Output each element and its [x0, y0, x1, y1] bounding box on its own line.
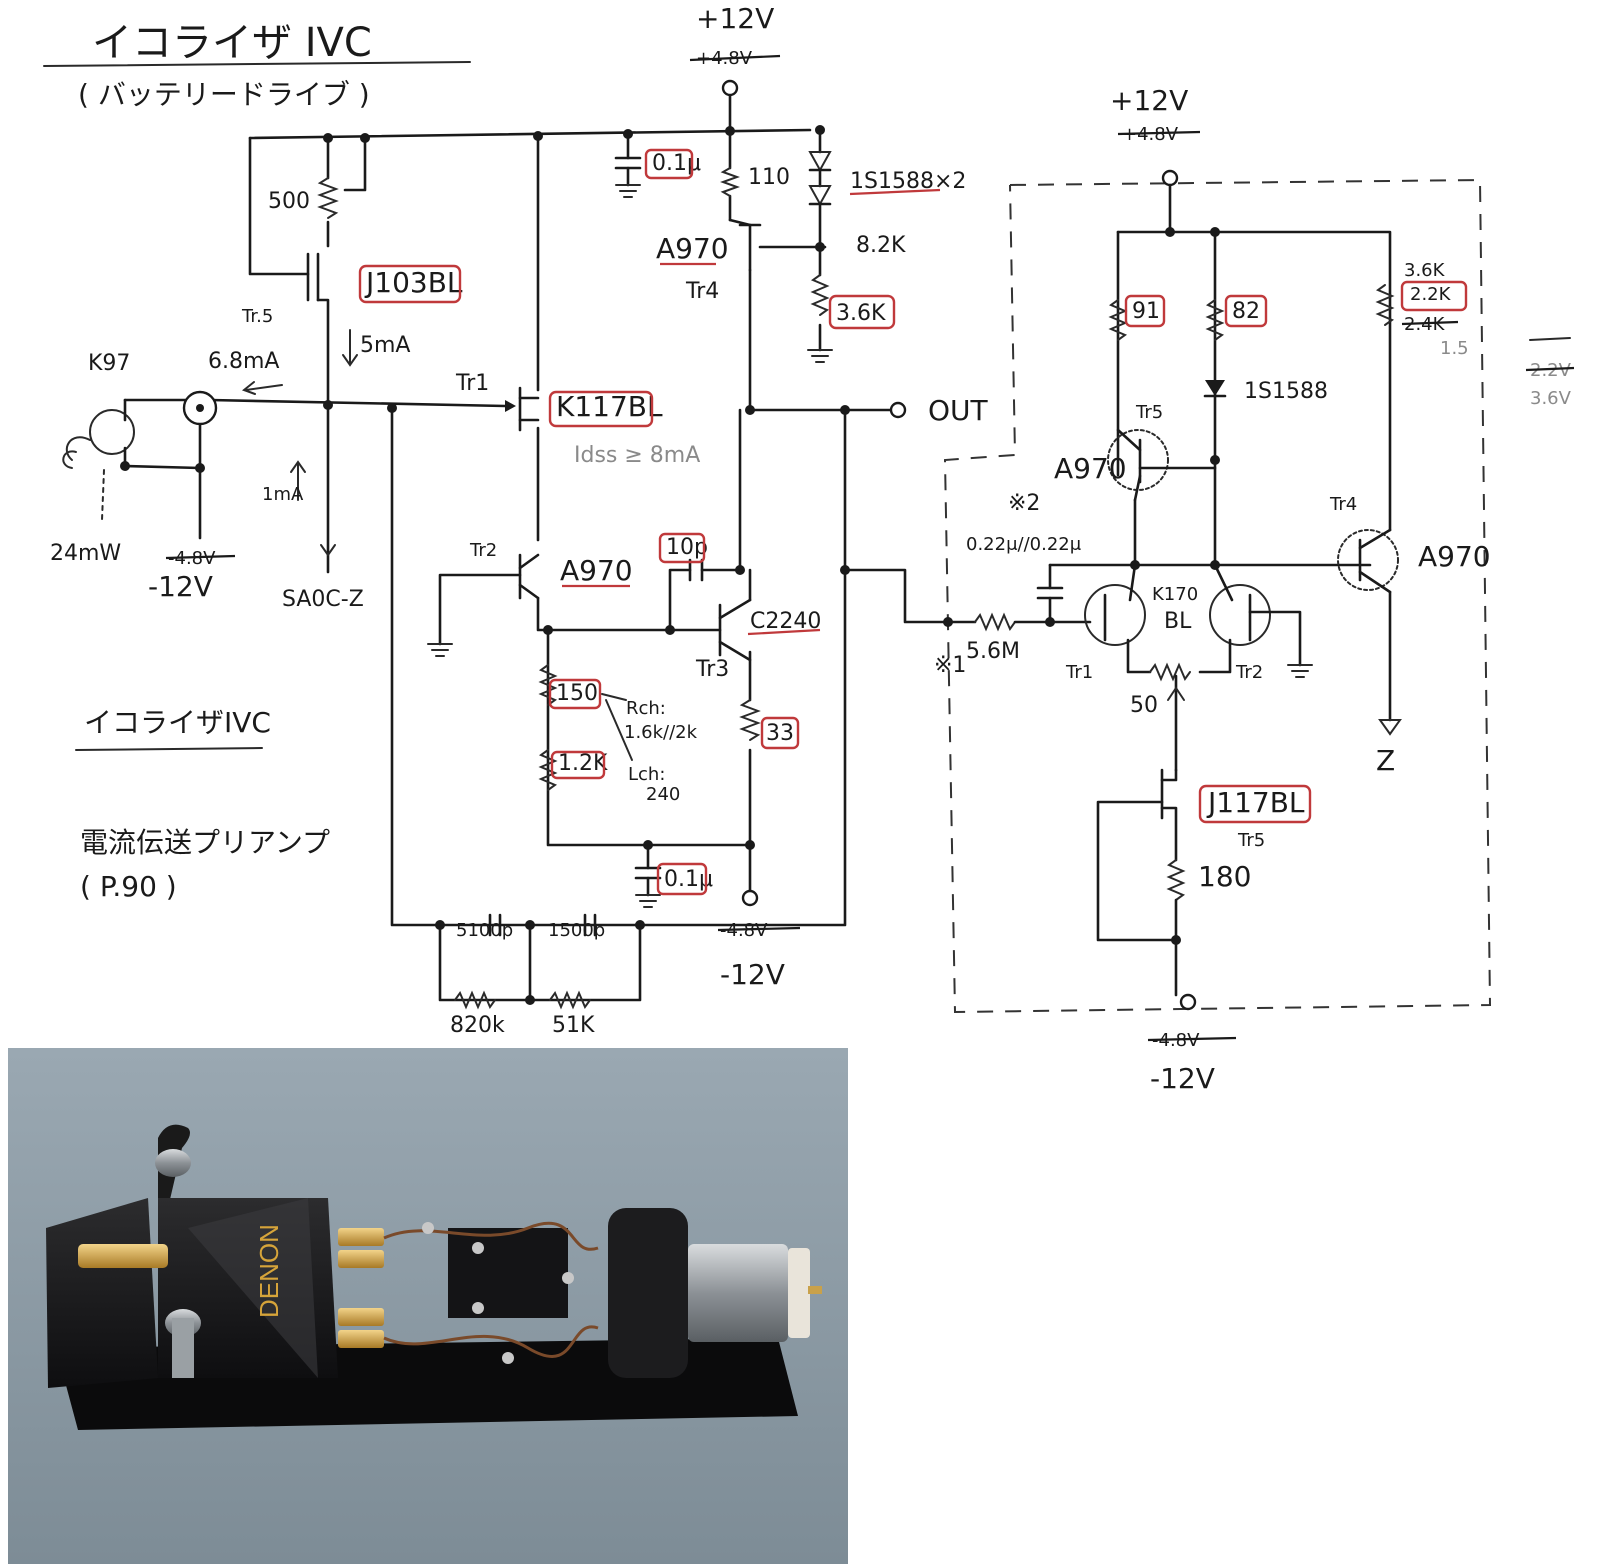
notes-block: イコライザIVC 電流伝送プリアンプ ( P.90 ) [75, 706, 330, 903]
plus4v8-right-old-label: +4.8V [1122, 124, 1179, 145]
cap-0-1-top-label: 0.1μ [652, 151, 701, 176]
left-circuit-labels: +12V +4.8V 500 Tr.5 J103BL 5mA 6.8mA 1mA… [50, 2, 989, 1038]
minus12v-right-label: -12V [1150, 1062, 1215, 1095]
pot-50-label: 50 [1130, 693, 1158, 718]
z-output-label: Z [1376, 744, 1395, 777]
left-circuit-wires [123, 93, 950, 1002]
a970-tr5-right-label: A970 [1054, 452, 1127, 485]
side-note-a: 1.5 [1440, 338, 1469, 359]
diode-1s1588x2-label: 1S1588×2 [850, 169, 966, 194]
notes-book: 電流伝送プリアンプ [80, 826, 330, 859]
k97-label: K97 [88, 351, 130, 376]
pot-500-label: 500 [268, 189, 310, 214]
tr1-right-label: Tr1 [1065, 662, 1093, 683]
side-note-b: 2.2V [1530, 360, 1572, 381]
r820k-label: 820k [450, 1013, 505, 1038]
tr2-label: Tr2 [469, 540, 497, 561]
lch-label: Lch: [628, 764, 665, 785]
a970-tr4-right-label: A970 [1418, 540, 1491, 573]
r33-label: 33 [766, 721, 794, 746]
bias-old-label: -4.8V [168, 548, 216, 569]
plus12v-terminal-left [721, 79, 739, 97]
r51k-label: 51K [552, 1013, 595, 1038]
minus4v8-right-old-label: -4.8V [1152, 1030, 1200, 1051]
k170-label: K170 [1152, 584, 1198, 605]
cap-1500p-label: 1500p [548, 920, 605, 941]
j103bl-label: J103BL [364, 266, 463, 299]
diode-2-symbol [808, 185, 832, 207]
cartridge-symbol [89, 409, 135, 455]
tr5-label: Tr.5 [241, 306, 273, 327]
r150-label: 150 [556, 681, 598, 706]
current-arrow-6ma [241, 381, 283, 395]
notes-page: ( P.90 ) [80, 870, 177, 903]
brand-text: DENON [254, 1224, 284, 1318]
tr4-label: Tr4 [685, 279, 719, 304]
right-circuit: +12V +4.8V 91 82 3.6K 2.2K 2.4K 1.5 2.2V… [934, 84, 1575, 1095]
a970-tr4-label: A970 [656, 232, 729, 265]
r-top-right-c: 2.4K [1404, 314, 1446, 335]
plus12v-terminal-right [1161, 169, 1179, 187]
r-top-right-b: 2.2K [1410, 284, 1452, 305]
r180-label: 180 [1198, 860, 1251, 893]
tr5-right-label: Tr5 [1135, 402, 1163, 423]
tr4-right-label: Tr4 [1329, 494, 1357, 515]
title-sub: ( バッテリードライブ ) [78, 78, 370, 111]
cap-10p-label: 10p [666, 535, 708, 560]
r5-6m-label: 5.6M [966, 639, 1020, 664]
note-2-label: ※2 [1008, 491, 1040, 516]
title-underline [43, 61, 471, 67]
tr1-label: Tr1 [455, 371, 489, 396]
tr2-right-label: Tr2 [1235, 662, 1263, 683]
pot-500-symbol [317, 177, 339, 219]
a970-tr2-label: A970 [560, 554, 633, 587]
title-main: イコライザ IVC [92, 20, 372, 66]
bl-label: BL [1164, 609, 1192, 634]
r1-2k-label: 1.2K [558, 751, 608, 776]
plus12v-right-label: +12V [1110, 84, 1188, 117]
out-label: OUT [928, 394, 989, 427]
bias-label: -12V [148, 570, 213, 603]
minus12v-label: -12V [720, 958, 785, 991]
cartridge-photo-drawing: DENON [8, 1048, 848, 1564]
left-circuit-components [62, 79, 907, 1010]
current-arrow-1ma [290, 460, 306, 501]
current-arrow-5ma [342, 329, 358, 367]
rch-value: 1.6k//2k [624, 722, 698, 743]
r82-label: 82 [1232, 299, 1260, 324]
current-5ma-label: 5mA [360, 333, 410, 358]
k117bl-label: K117BL [556, 390, 663, 423]
lch-value: 240 [646, 784, 680, 805]
r91-label: 91 [1132, 299, 1160, 324]
cap-0-22-label: 0.22μ//0.22μ [966, 534, 1082, 555]
title-block: イコライザ IVC ( バッテリードライブ ) [43, 20, 471, 111]
minus4v8-old-label: -4.8V [720, 920, 768, 941]
plus12v-label: +12V [696, 2, 774, 35]
diode-1s1588-label: 1S1588 [1244, 379, 1328, 404]
idss-label: Idss ≥ 8mA [574, 443, 700, 468]
r-top-right-a: 3.6K [1404, 260, 1446, 281]
r110-label: 110 [748, 165, 790, 190]
cap-5100p-label: 5100p [456, 920, 513, 941]
r8-2k-label: 8.2K [856, 233, 906, 258]
current-1ma-label: 1mA [262, 484, 304, 505]
diode-1-symbol [808, 151, 832, 173]
sa0c-label: SA0C-Z [282, 587, 364, 612]
out-terminal [889, 401, 907, 419]
rch-label: Rch: [626, 698, 666, 719]
tr5b-label: Tr5 [1237, 830, 1265, 851]
note-1-label: ※1 [934, 653, 966, 678]
tr3-label: Tr3 [695, 657, 729, 682]
r3-6k-label: 3.6K [836, 301, 886, 326]
j117bl-label: J117BL [1206, 786, 1305, 819]
minus12v-terminal-left [741, 889, 759, 907]
notes-label: イコライザIVC [84, 706, 271, 739]
cartridge-photo: DENON [8, 1048, 848, 1564]
current-6ma-label: 6.8mA [208, 349, 279, 374]
24mw-label: 24mW [50, 541, 121, 566]
minus12v-terminal-right [1179, 993, 1197, 1011]
side-note-c: 3.6V [1530, 388, 1572, 409]
